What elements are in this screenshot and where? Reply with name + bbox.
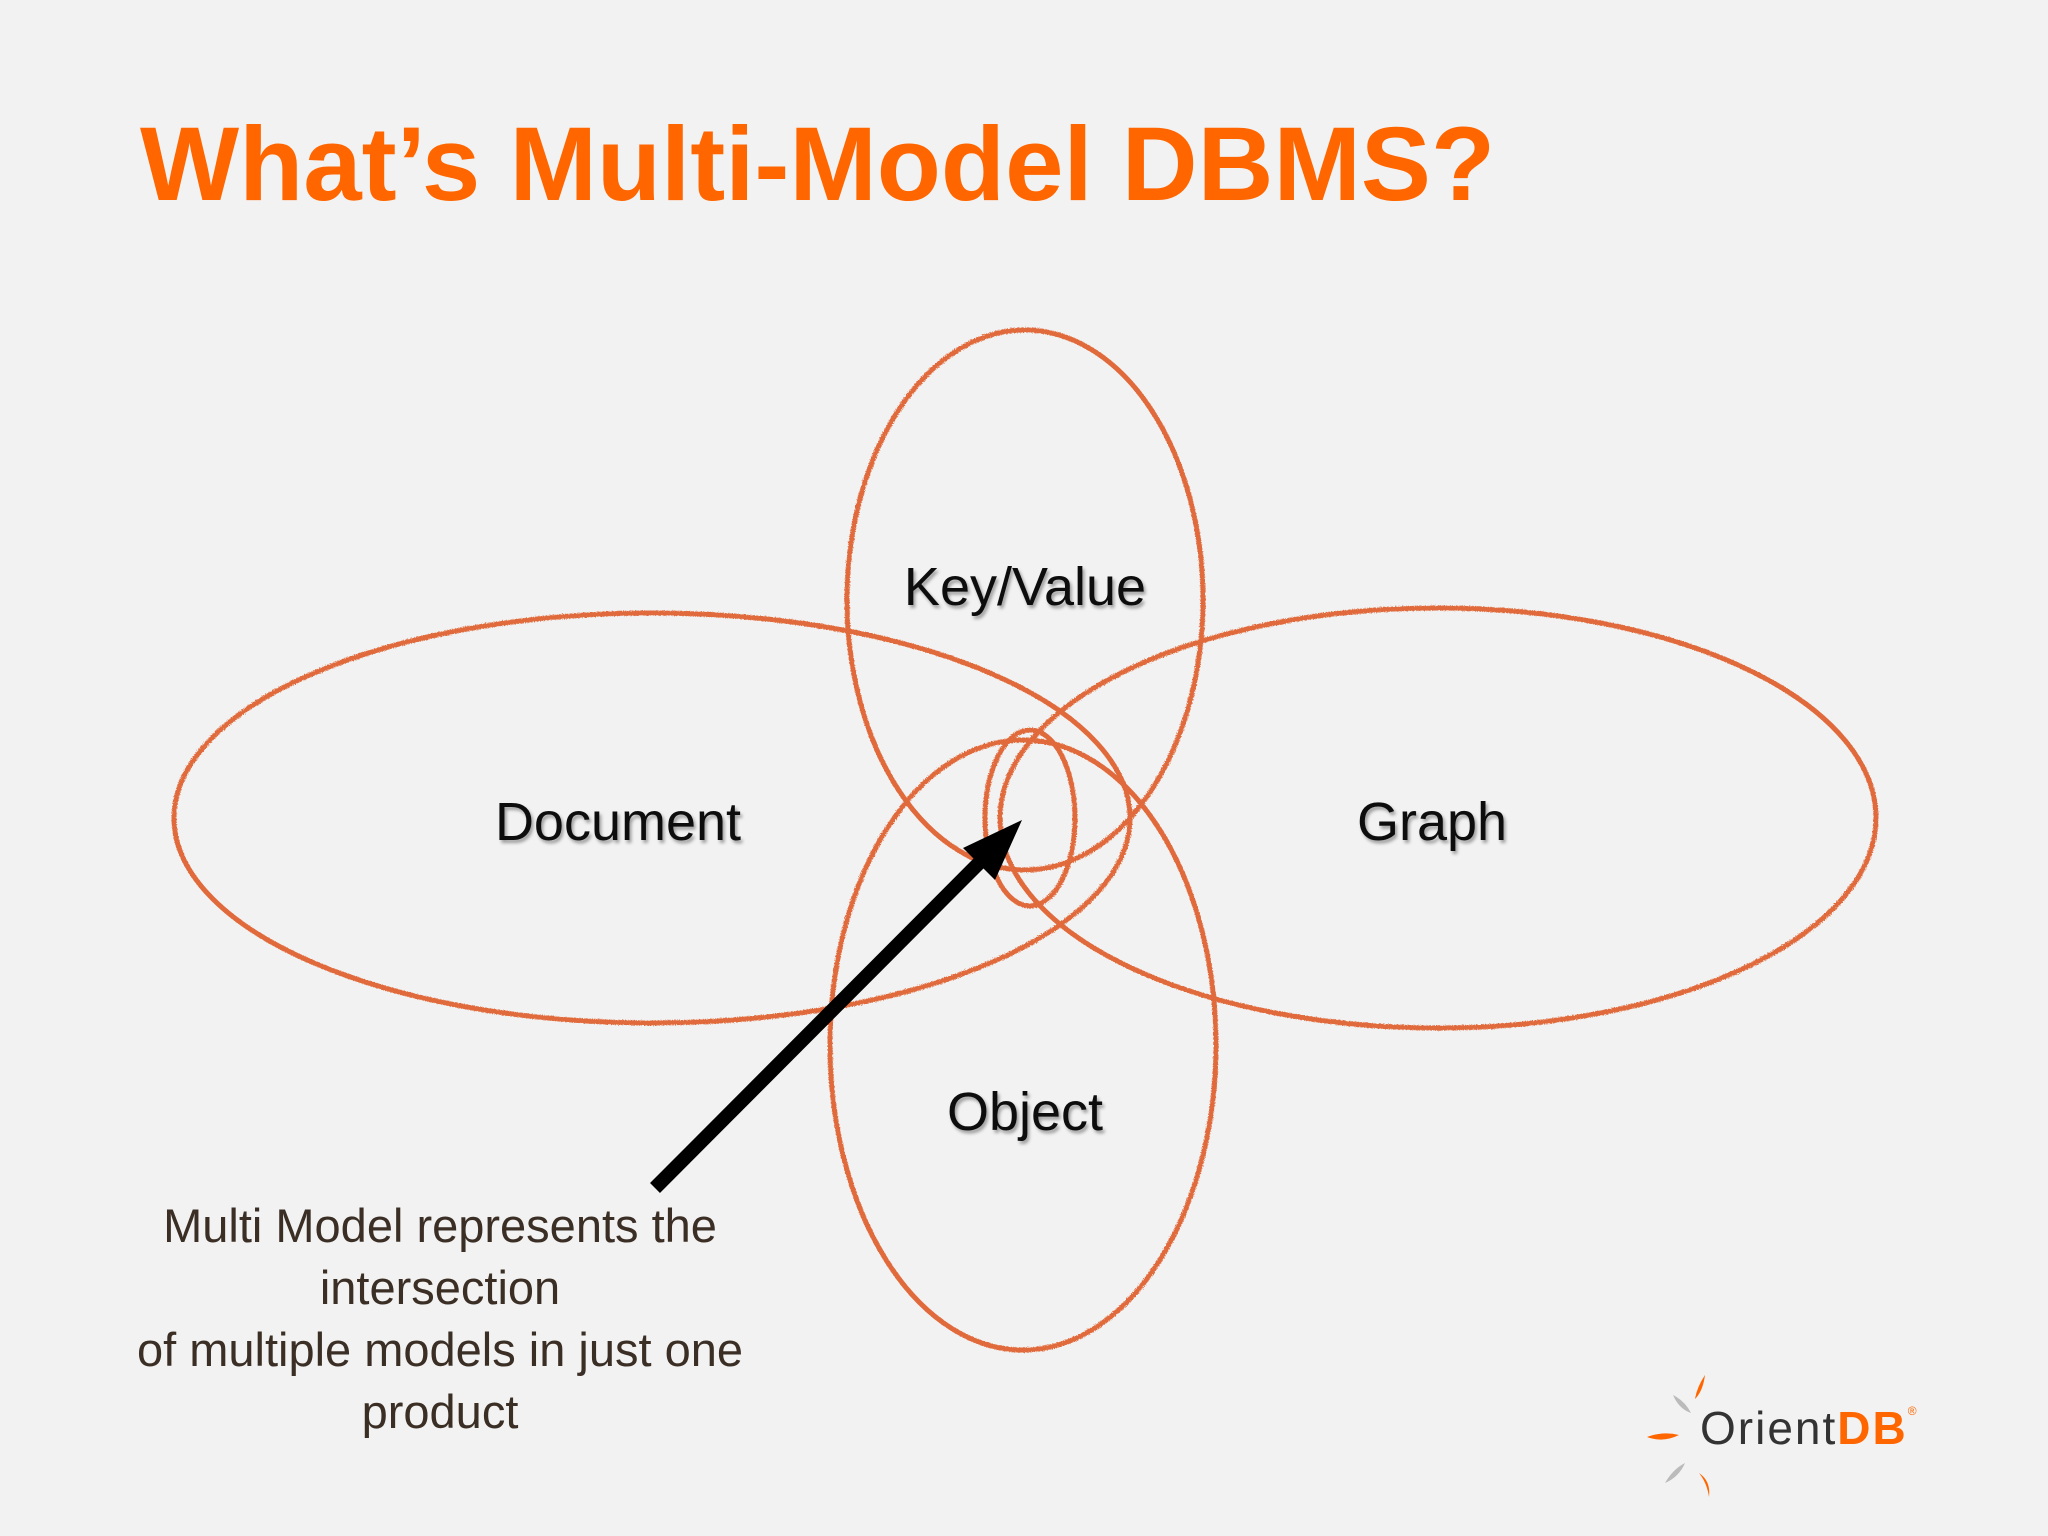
logo-registered-mark: ® xyxy=(1907,1404,1917,1418)
pointer-arrow xyxy=(650,820,1022,1193)
label-object: Object xyxy=(947,1082,1103,1142)
orientdb-logo: OrientDB® xyxy=(1645,1365,1945,1505)
slide-title: What’s Multi-Model DBMS? xyxy=(140,106,1496,223)
logo-orient-text: Orient xyxy=(1700,1402,1838,1454)
logo-mark-icon xyxy=(1647,1375,1710,1497)
caption-text: Multi Model represents the intersection … xyxy=(90,1195,790,1443)
ellipse-key-value xyxy=(844,327,1206,873)
ellipse-graph xyxy=(997,605,1879,1031)
ellipse-document xyxy=(171,610,1133,1026)
label-graph: Graph xyxy=(1357,792,1507,852)
label-key-value: Key/Value xyxy=(904,557,1146,617)
caption-line: Multi Model represents the xyxy=(163,1199,717,1252)
logo-db-text: DB xyxy=(1837,1402,1908,1454)
caption-line: product xyxy=(361,1385,519,1438)
caption-line: intersection xyxy=(319,1261,561,1314)
caption-line: of multiple models in just one xyxy=(136,1323,744,1376)
ellipse-object xyxy=(827,737,1219,1353)
ellipse-center-intersection xyxy=(982,727,1078,909)
label-document: Document xyxy=(495,792,741,852)
logo-wordmark: OrientDB® xyxy=(1700,1405,1917,1451)
